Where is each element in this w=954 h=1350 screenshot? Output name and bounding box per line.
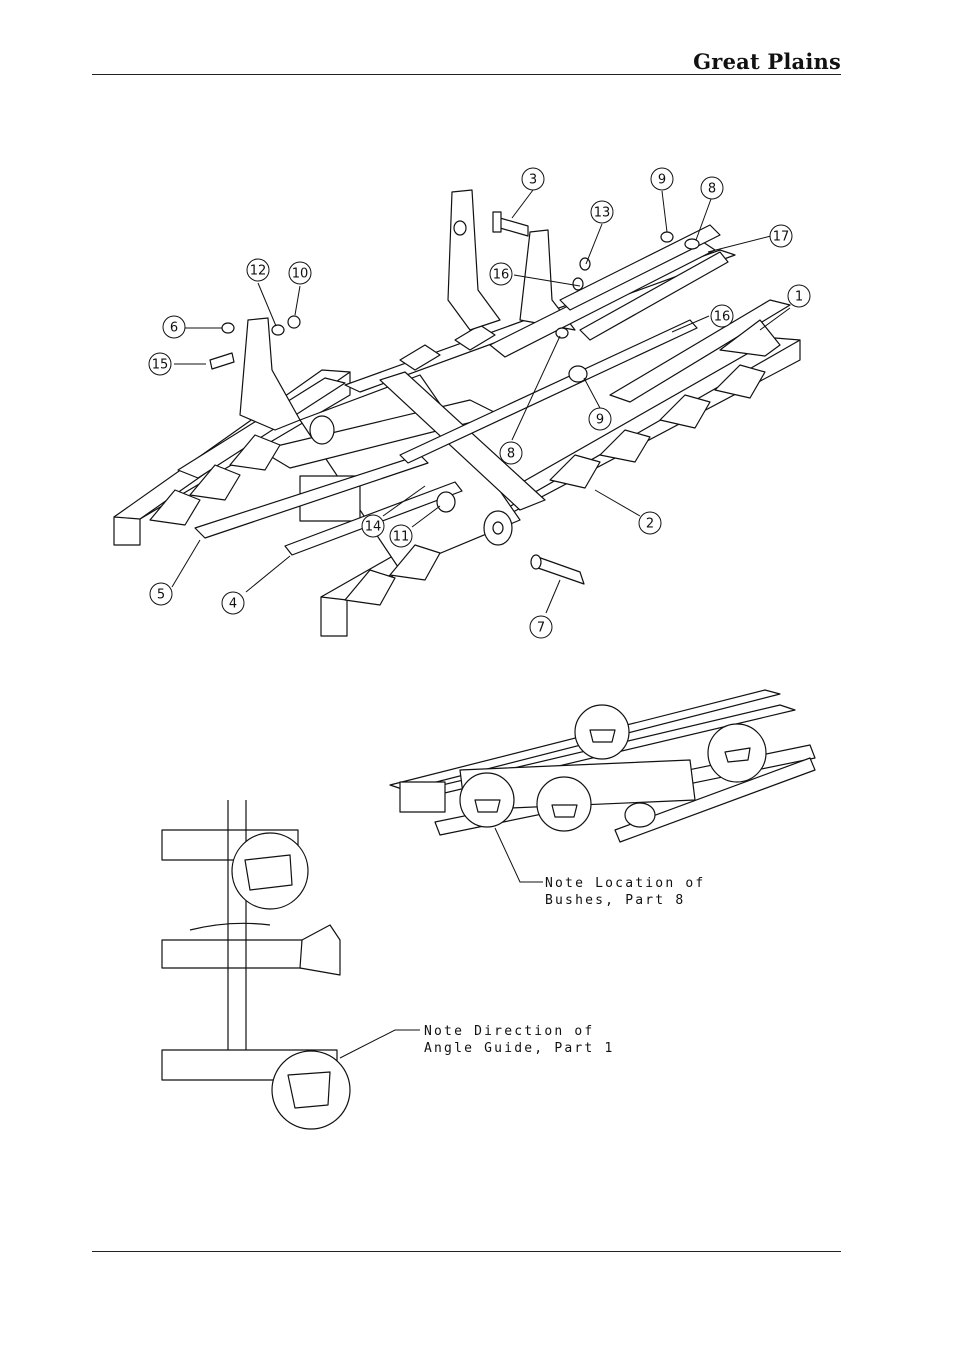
callout-c7: 7 [530, 616, 552, 638]
callout-c16b: 16 [711, 305, 733, 327]
callout-label: 15 [152, 358, 169, 373]
callout-label: 9 [596, 413, 604, 428]
callout-label: 14 [365, 520, 382, 535]
callout-c1: 1 [788, 285, 810, 307]
callout-c16a: 16 [490, 263, 512, 285]
callout-c3: 3 [522, 168, 544, 190]
callout-label: 16 [493, 268, 510, 283]
note-bushes-line2: Bushes, Part 8 [545, 893, 685, 908]
main-frame-drawing [114, 190, 800, 636]
callout-c15: 15 [149, 353, 171, 375]
callout-c8a: 8 [701, 177, 723, 199]
callout-c9b: 9 [589, 408, 611, 430]
bushes-detail-drawing [390, 690, 815, 842]
note-angle-guide-line1: Note Direction of [424, 1024, 594, 1039]
callout-label: 16 [714, 310, 731, 325]
angle-guide-top-view-drawing [162, 800, 350, 1129]
callout-label: 12 [250, 264, 267, 279]
callout-label: 6 [170, 321, 178, 336]
callout-c9a: 9 [651, 168, 673, 190]
callout-label: 9 [658, 173, 666, 188]
callout-c6: 6 [163, 316, 185, 338]
note-angle-guide-line2: Angle Guide, Part 1 [424, 1041, 615, 1056]
callout-label: 5 [157, 588, 165, 603]
callout-label: 2 [646, 517, 654, 532]
callout-c4: 4 [222, 592, 244, 614]
note-bushes-line1: Note Location of [545, 876, 705, 891]
callout-c5: 5 [150, 583, 172, 605]
callout-label: 10 [292, 267, 309, 282]
callout-label: 1 [795, 290, 803, 305]
callout-c2: 2 [639, 512, 661, 534]
callout-label: 3 [529, 173, 537, 188]
callout-label: 17 [773, 230, 790, 245]
callout-c12: 12 [247, 259, 269, 281]
callout-label: 11 [393, 530, 410, 545]
callout-label: 7 [537, 621, 545, 636]
callout-label: 4 [229, 597, 237, 612]
callout-label: 8 [708, 182, 716, 197]
callout-label: 8 [507, 447, 515, 462]
callout-c13: 13 [591, 201, 613, 223]
callout-c10: 10 [289, 262, 311, 284]
callout-c8b: 8 [500, 442, 522, 464]
callout-c17: 17 [770, 225, 792, 247]
callout-label: 13 [594, 206, 611, 221]
callout-c11: 11 [390, 525, 412, 547]
callout-c14: 14 [362, 515, 384, 537]
